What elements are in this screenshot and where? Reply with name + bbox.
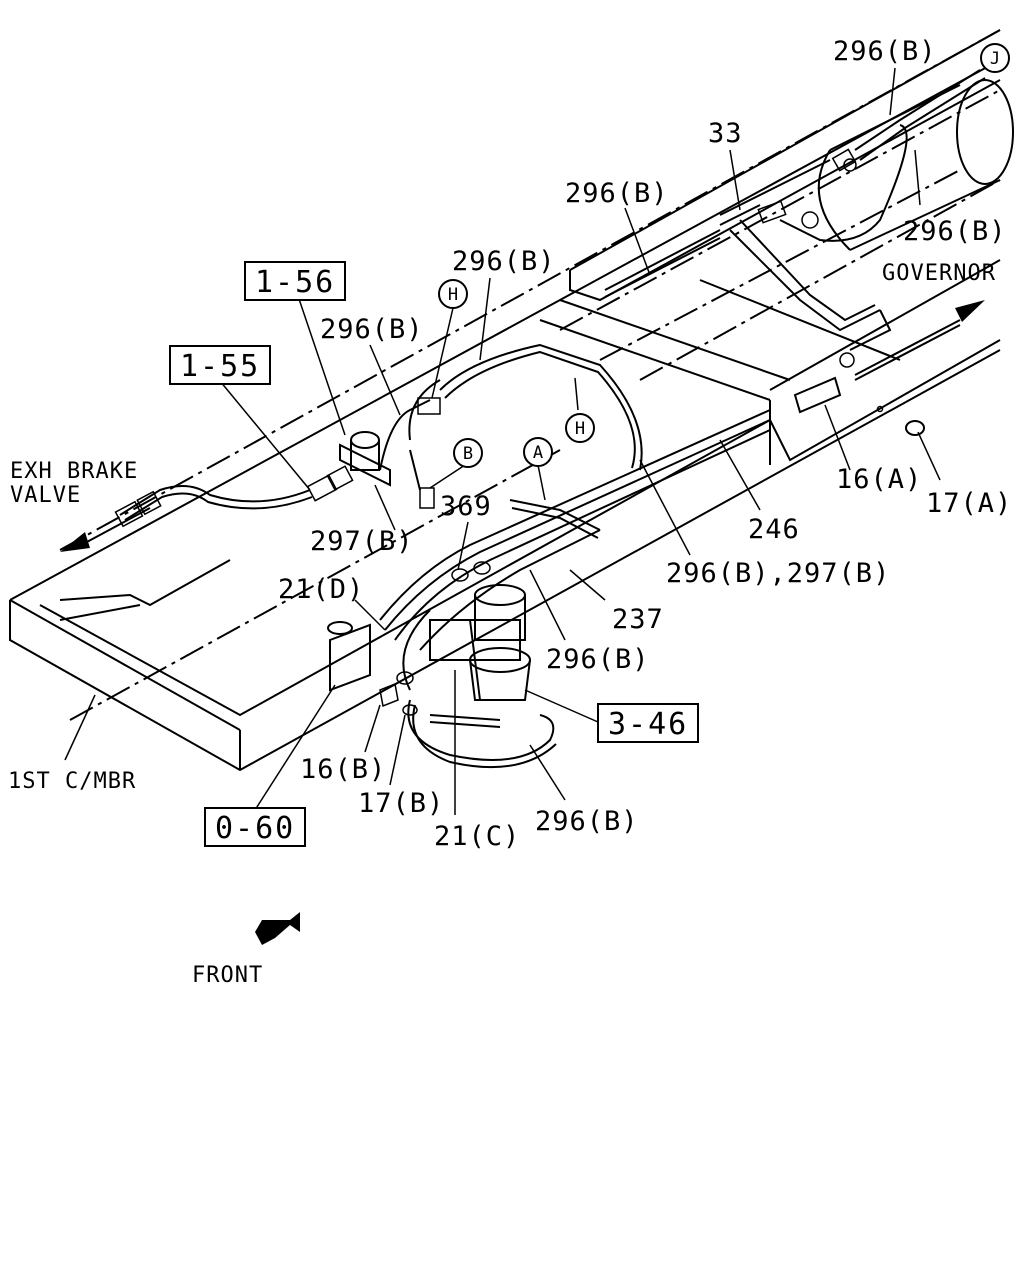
part-labels: 296(B) 33 296(B) 296(B) GOVERNOR 296(B) …: [8, 36, 1012, 988]
label-296b-tank: 296(B): [903, 216, 1007, 247]
svg-text:B: B: [463, 444, 473, 464]
label-296b-mid: 296(B): [452, 246, 556, 277]
label-237: 237: [612, 604, 664, 635]
label-21c: 21(C): [434, 821, 520, 852]
ref-box-1-55: 1-55: [169, 345, 271, 385]
components: [114, 148, 925, 716]
label-16b: 16(B): [300, 754, 386, 785]
label-296b-center: 296(B): [546, 644, 650, 675]
svg-text:H: H: [448, 285, 458, 305]
label-governor: GOVERNOR: [882, 261, 996, 286]
circle-marker-h-1: H: [438, 279, 468, 309]
label-33: 33: [708, 118, 743, 149]
ref-box-3-46: 3-46: [597, 703, 699, 743]
circle-marker-j: J: [980, 43, 1010, 73]
svg-text:H: H: [575, 419, 585, 439]
svg-text:3-46: 3-46: [608, 707, 688, 742]
svg-text:1-56: 1-56: [255, 265, 335, 300]
ref-box-0-60: 0-60: [204, 807, 306, 847]
svg-text:J: J: [990, 49, 1000, 69]
label-21d: 21(D): [278, 574, 364, 605]
ref-box-1-56: 1-56: [244, 261, 346, 301]
svg-text:A: A: [533, 443, 543, 463]
governor-arrow-icon: [955, 300, 985, 322]
label-exh-brake: EXH BRAKE: [10, 459, 138, 484]
circle-marker-b: B: [453, 438, 483, 468]
arrows: [60, 300, 985, 945]
front-arrow-icon: [255, 912, 300, 945]
label-front: FRONT: [192, 963, 263, 988]
label-16a: 16(A): [836, 464, 922, 495]
svg-text:0-60: 0-60: [215, 811, 295, 846]
circle-marker-a: A: [523, 437, 553, 467]
label-1st-cmbr: 1ST C/MBR: [8, 769, 136, 794]
label-296b-upper: 296(B): [565, 178, 669, 209]
label-exh-brake-valve: VALVE: [10, 483, 81, 508]
exh-brake-arrow-icon: [60, 532, 90, 552]
label-296b-top: 296(B): [833, 36, 937, 67]
label-17b: 17(B): [358, 788, 444, 819]
svg-text:1-55: 1-55: [180, 349, 260, 384]
label-369: 369: [440, 491, 492, 522]
label-246: 246: [748, 514, 800, 545]
label-296b-left: 296(B): [320, 314, 424, 345]
label-296b-bottom: 296(B): [535, 806, 639, 837]
label-17a: 17(A): [926, 488, 1012, 519]
leader-lines: [64, 67, 941, 815]
circle-marker-h-2: H: [565, 413, 595, 443]
frame-rails: [9, 29, 1001, 772]
label-297b: 297(B): [310, 526, 414, 557]
label-296b-297b: 296(B),297(B): [666, 558, 890, 589]
